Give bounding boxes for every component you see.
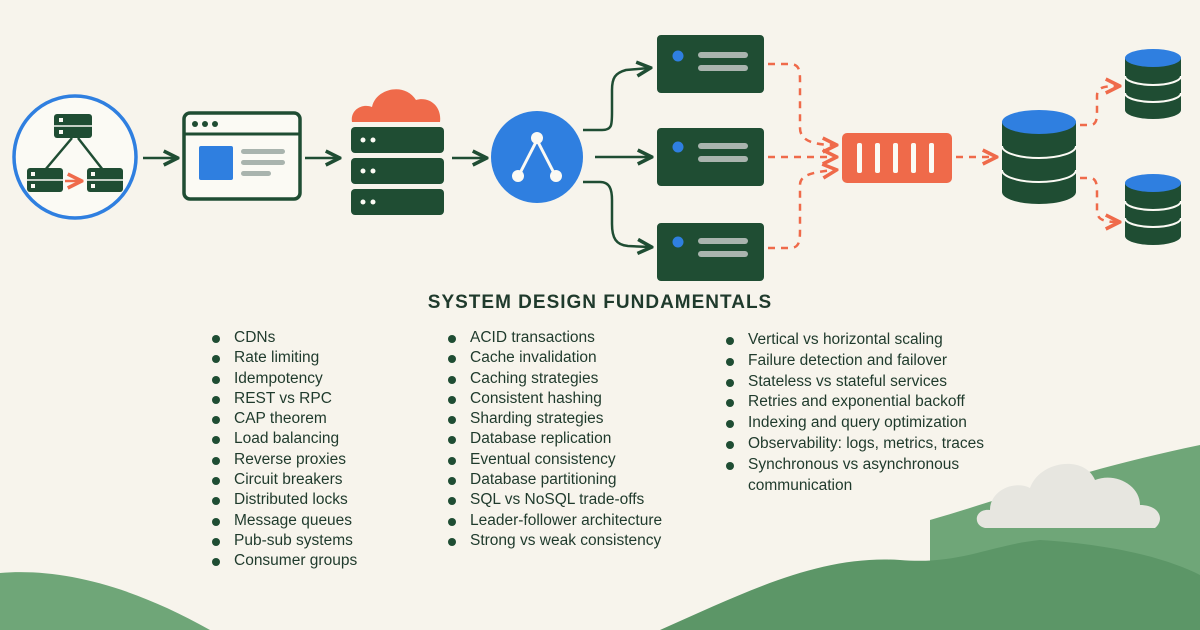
topic-item: SQL vs NoSQL trade-offs [448, 490, 662, 510]
primary-database-icon [1001, 110, 1077, 204]
app-server-icon [657, 35, 764, 93]
topic-item: Cache invalidation [448, 348, 662, 368]
topic-item: Caching strategies [448, 369, 662, 389]
topic-item: Eventual consistency [448, 450, 662, 470]
topic-item: Consumer groups [212, 551, 357, 571]
page-title: SYSTEM DESIGN FUNDAMENTALS [427, 292, 773, 313]
topic-item: REST vs RPC [212, 389, 357, 409]
message-queue-icon [842, 133, 952, 183]
topic-item: Consistent hashing [448, 389, 662, 409]
load-balancer-icon [491, 111, 583, 203]
topic-item: Leader-follower architecture [448, 511, 662, 531]
topic-item: Reverse proxies [212, 450, 357, 470]
topic-item: Strong vs weak consistency [448, 531, 662, 551]
replica-database-icon [1124, 49, 1182, 119]
topic-item: Pub-sub systems [212, 531, 357, 551]
topic-item: Database partitioning [448, 470, 662, 490]
topic-item: Idempotency [212, 369, 357, 389]
topic-item: Retries and exponential backoff [726, 392, 1026, 413]
topic-item: Sharding strategies [448, 409, 662, 429]
topic-item: Rate limiting [212, 348, 357, 368]
topic-item: Distributed locks [212, 490, 357, 510]
topic-item: ACID transactions [448, 328, 662, 348]
distributed-system-icon [12, 94, 138, 220]
cloud-decoration [976, 463, 1160, 528]
topic-item: Stateless vs stateful services [726, 372, 1026, 393]
app-server-icon [657, 223, 764, 281]
topic-item: Circuit breakers [212, 470, 357, 490]
topic-item: Failure detection and failover [726, 351, 1026, 372]
browser-client-icon [182, 111, 302, 201]
replica-database-icon [1124, 174, 1182, 245]
topic-item: Message queues [212, 511, 357, 531]
topic-item: Indexing and query optimization [726, 413, 1026, 434]
topic-item: Synchronous vs asynchronous communicatio… [726, 455, 1026, 497]
topic-item: CAP theorem [212, 409, 357, 429]
topic-item: Database replication [448, 429, 662, 449]
topic-item: Vertical vs horizontal scaling [726, 330, 1026, 351]
app-server-icon [657, 128, 764, 186]
flow-arrows [143, 64, 1118, 248]
topic-item: Load balancing [212, 429, 357, 449]
topic-item: Observability: logs, metrics, traces [726, 434, 1026, 455]
cloud-server-stack-icon [351, 89, 444, 215]
topic-item: CDNs [212, 328, 357, 348]
